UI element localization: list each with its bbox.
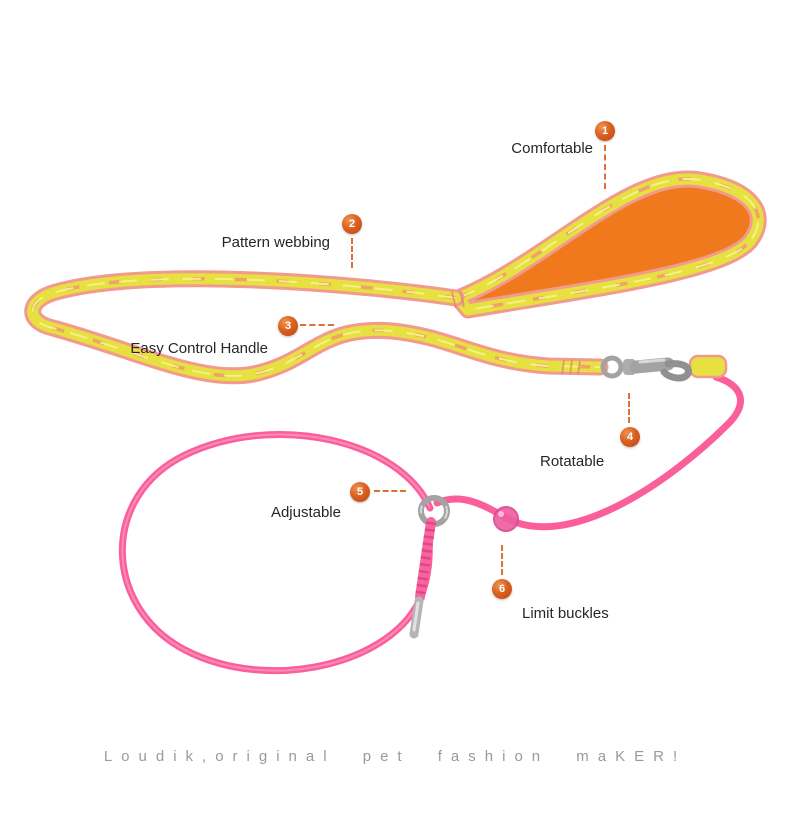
callout-line-4 [628,393,630,423]
swivel-snap-hook [600,354,728,382]
callout-badge-6: 6 [492,579,512,599]
callout-line-5 [374,490,406,492]
callout-label-adjustable: Adjustable [270,504,341,521]
callout-line-1 [604,145,606,189]
leash [24,170,767,385]
callout-line-3 [300,324,334,326]
callout-badge-3: 3 [278,316,298,336]
brand-tagline: Loudik,original pet fashion maKER! [103,748,687,765]
callout-label-limit-buckles: Limit buckles [522,605,609,622]
stitching [451,290,581,375]
limit-bead [493,506,519,532]
callout-badge-5: 5 [350,482,370,502]
callout-badge-2: 2 [342,214,362,234]
handle-pad [458,178,759,310]
callout-label-easy-control-handle: Easy Control Handle [130,340,268,357]
callout-line-6 [501,545,503,575]
callout-line-2 [351,238,353,268]
callout-label-rotatable: Rotatable [540,453,605,470]
callout-label-pattern-webbing: Pattern webbing [221,234,330,251]
callout-badge-1: 1 [595,121,615,141]
callout-badge-4: 4 [620,427,640,447]
rope-collar [118,373,744,675]
callout-label-comfortable: Comfortable [511,140,593,157]
rope-tail [433,373,744,531]
collar-loop [118,431,434,675]
